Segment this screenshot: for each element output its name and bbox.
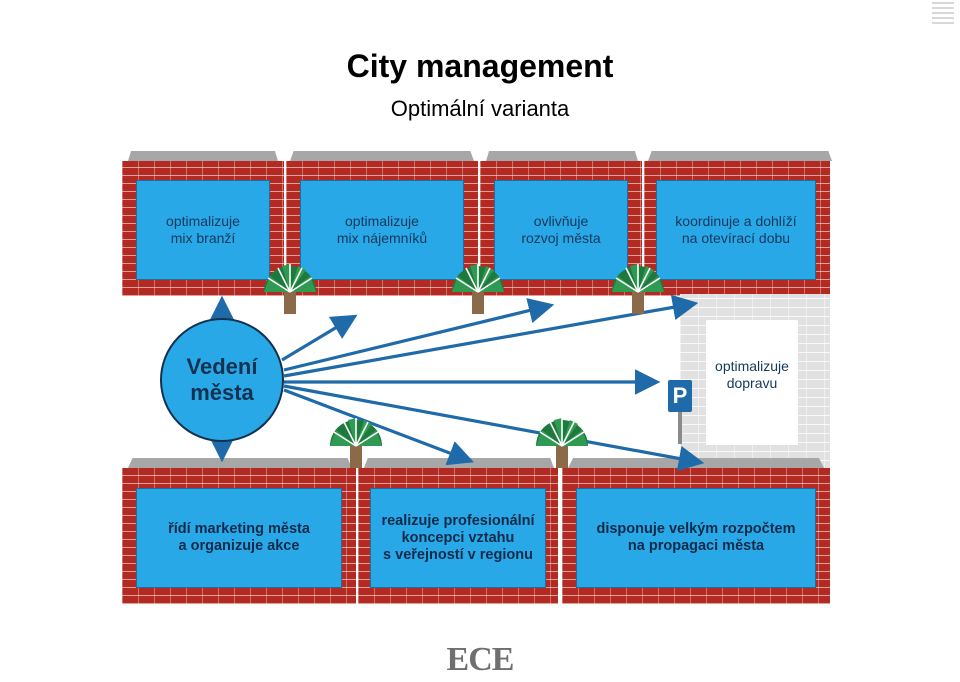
building-roof xyxy=(648,151,832,161)
building-roof xyxy=(290,151,474,161)
window-top-1-text: optimalizuje mix branží xyxy=(166,213,240,246)
window-bottom-2: realizuje profesionální koncepci vztahu … xyxy=(370,488,546,588)
arrow-to-bottom-3 xyxy=(283,384,705,472)
window-top-2: optimalizuje mix nájemníků xyxy=(300,180,464,280)
window-top-4: koordinuje a dohlíží na otevírací dobu xyxy=(656,180,816,280)
traffic-label: optimalizuje dopravu xyxy=(715,358,789,391)
tree-icon xyxy=(451,263,505,315)
tree-icon xyxy=(263,263,317,315)
building-roof xyxy=(128,151,278,161)
window-bottom-1-text: řídí marketing města a organizuje akce xyxy=(168,521,310,554)
arrows xyxy=(209,294,705,472)
page-subtitle: Optimální varianta xyxy=(390,96,570,121)
city-management-circle: Vedení města xyxy=(160,318,284,442)
window-top-1: optimalizuje mix branží xyxy=(136,180,270,280)
tree-icon xyxy=(611,263,665,315)
parking-garage-panel xyxy=(706,320,798,445)
parking-sign-icon: P xyxy=(668,380,692,412)
corner-decoration xyxy=(932,2,954,24)
arrow-to-bottom-2 xyxy=(283,388,474,466)
center-label: Vedení města xyxy=(186,354,258,405)
arrow-to-top-2 xyxy=(281,314,358,362)
page-title: City management xyxy=(346,48,614,84)
window-bottom-2-text: realizuje profesionální koncepci vztahu … xyxy=(381,512,535,563)
window-bottom-3-text: disponuje velkým rozpočtem na propagaci … xyxy=(596,521,796,554)
ece-logo: ECE xyxy=(446,641,515,678)
window-top-3-text: ovlivňuje rozvoj města xyxy=(521,213,601,246)
window-top-4-text: koordinuje a dohlíží na otevírací dobu xyxy=(675,213,797,246)
window-bottom-1: řídí marketing města a organizuje akce xyxy=(136,488,342,588)
window-top-3: ovlivňuje rozvoj města xyxy=(494,180,628,280)
window-top-2-text: optimalizuje mix nájemníků xyxy=(336,213,428,246)
parking-sign-post xyxy=(678,412,682,444)
arrow-to-top-4 xyxy=(283,294,699,378)
arrow-to-top-3 xyxy=(283,298,555,372)
building-roof xyxy=(128,458,352,468)
building-roof xyxy=(486,151,638,161)
tree-icon xyxy=(535,417,589,469)
window-bottom-3: disponuje velkým rozpočtem na propagaci … xyxy=(576,488,816,588)
